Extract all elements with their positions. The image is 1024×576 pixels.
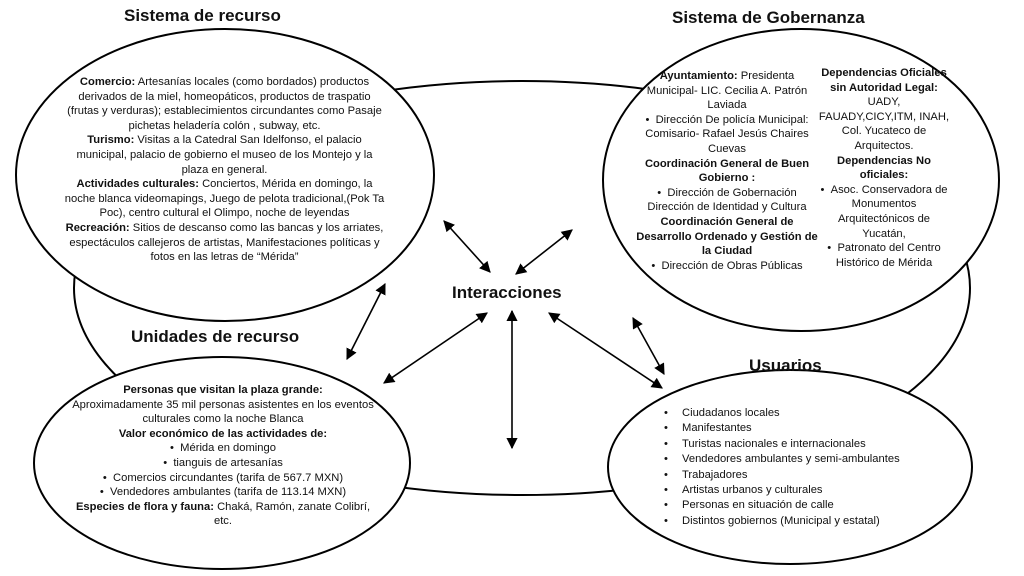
obras-publicas-item: Dirección de Obras Públicas — [636, 259, 818, 274]
arrow-gobernanza-usuarios — [632, 317, 665, 375]
valor-item: Mérida en domingo — [72, 441, 374, 456]
gobernanza-left-column: Ayuntamiento: Presidenta Municipal- LIC.… — [636, 69, 818, 273]
ayuntamiento-text: Presidenta Municipal- LIC. Cecilia A. Pa… — [646, 70, 808, 112]
patronato-item: Patronato del Centro Histórico de Mérida — [818, 241, 950, 270]
title-unidades-recurso: Unidades de recurso — [131, 327, 300, 346]
arrow-center-unidades — [383, 312, 488, 384]
comercio-text: Artesanías locales (como bordados) produ… — [67, 76, 382, 132]
valor-item: Vendedores ambulantes (tarifa de 113.14 … — [72, 485, 374, 500]
usuario-item: Ciudadanos locales — [660, 406, 950, 422]
turismo-paragraph: Turismo: Visitas a la Catedral San Idelf… — [62, 133, 387, 177]
personas-text: Aproximadamente 35 mil personas asistent… — [72, 398, 374, 426]
ayuntamiento-paragraph: Ayuntamiento: Presidenta Municipal- LIC.… — [636, 69, 818, 113]
title-sistema-recurso: Sistema de recurso — [124, 6, 281, 25]
usuario-item: Turistas nacionales e internacionales — [660, 437, 950, 453]
center-label-interacciones: Interacciones — [452, 283, 562, 302]
recreacion-label: Recreación: — [65, 221, 130, 234]
actividades-text: Conciertos, Mérida en domingo, la noche … — [64, 178, 385, 220]
policia-item: Dirección De policía Municipal: Comisari… — [636, 113, 818, 157]
turismo-text: Visitas a la Catedral San Idelfonso, el … — [76, 134, 373, 176]
asoc-item: Asoc. Conservadora de Monumentos Arquite… — [818, 183, 950, 241]
usuario-item: Personas en situación de calle — [660, 498, 950, 514]
usuario-item: Artistas urbanos y culturales — [660, 483, 950, 499]
title-sistema-gobernanza: Sistema de Gobernanza — [672, 8, 865, 27]
comercio-paragraph: Comercio: Artesanías locales (como borda… — [62, 75, 387, 133]
unidades-content: Personas que visitan la plaza grande: Ap… — [72, 383, 374, 529]
actividades-paragraph: Actividades culturales: Conciertos, Méri… — [62, 177, 387, 221]
usuario-item: Vendedores ambulantes y semi-ambulantes — [660, 452, 950, 468]
arrow-recurso-unidades — [346, 283, 386, 360]
valor-item: Comercios circundantes (tarifa de 567.7 … — [72, 471, 374, 486]
usuarios-content: Ciudadanos locales Manifestantes Turista… — [660, 406, 950, 530]
valor-label: Valor económico de las actividades de: — [118, 427, 328, 440]
arrow-center-recurso — [443, 220, 491, 273]
ayuntamiento-label: Ayuntamiento: — [659, 70, 738, 82]
arrow-center-gobernanza — [515, 229, 573, 275]
usuario-item: Distintos gobiernos (Municipal y estatal… — [660, 514, 950, 530]
dependencias-oficiales-text: UADY, FAUADY,CICY,ITM, INAH, Col. Yucate… — [818, 96, 950, 152]
actividades-label: Actividades culturales: — [76, 178, 199, 191]
especies-label: Especies de flora y fauna: — [75, 500, 214, 513]
dependencias-no-oficiales-label: Dependencias No oficiales: — [837, 154, 931, 182]
title-usuarios: Usuarios — [749, 356, 822, 375]
personas-label: Personas que visitan la plaza grande: — [123, 384, 323, 396]
comercio-label: Comercio: — [79, 76, 136, 88]
especies-paragraph: Especies de flora y fauna: Chaká, Ramón,… — [72, 500, 374, 529]
dir-gobernacion-item: Dirección de Gobernación Dirección de Id… — [636, 186, 818, 215]
gobernanza-right-column: Dependencias Oficiales sin Autoridad Leg… — [818, 66, 950, 270]
usuarios-list: Ciudadanos locales Manifestantes Turista… — [660, 406, 950, 530]
usuario-item: Manifestantes — [660, 421, 950, 437]
especies-text: Chaká, Ramón, zanate Colibrí, etc. — [213, 500, 371, 528]
turismo-label: Turismo: — [87, 134, 135, 147]
dependencias-oficiales-label: Dependencias Oficiales sin Autoridad Leg… — [821, 67, 947, 94]
recreacion-paragraph: Recreación: Sitios de descanso como las … — [62, 221, 387, 265]
valor-item: tianguis de artesanías — [72, 456, 374, 471]
recreacion-text: Sitios de descanso como las bancas y los… — [69, 221, 384, 264]
usuario-item: Trabajadores — [660, 468, 950, 484]
recurso-content: Comercio: Artesanías locales (como borda… — [62, 75, 387, 265]
coord-desarrollo: Coordinación General de Desarrollo Orden… — [636, 215, 818, 258]
coord-buen-gobierno: Coordinación General de Buen Gobierno : — [644, 157, 810, 185]
arrow-center-usuarios — [548, 312, 663, 389]
recurso-ellipse — [15, 28, 435, 322]
